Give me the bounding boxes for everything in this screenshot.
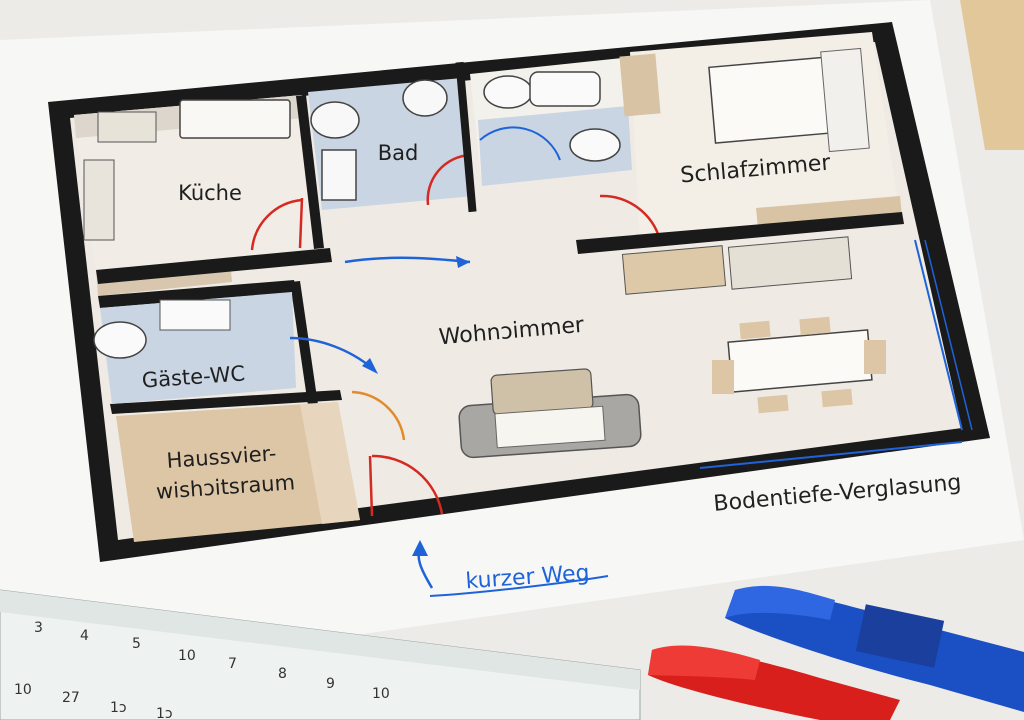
guest-wc-room [93,292,296,404]
ruler-tick-10: 27 [62,690,80,706]
ruler-tick-7: 9 [326,676,335,692]
utility-room [116,402,360,542]
bath-room [308,78,474,210]
dining-table [712,316,886,414]
wooden-desk-corner [960,0,1024,150]
kitchen-unit [83,159,115,241]
ruler-tick-1: 3 [34,620,43,636]
ruler-tick-11: 1ɔ [110,700,127,716]
kitchen-counter [179,99,291,139]
stove [97,111,157,143]
toilet [310,101,360,139]
ruler-tick-4: 10 [178,648,196,664]
entrance-door-swing [371,454,444,515]
ruler-tick-12: 1ɔ [156,706,173,720]
ruler-tick-3: 5 [132,636,141,652]
red-marker [648,645,900,720]
blue-marker [725,585,1024,712]
kitchen-door-swing [250,198,303,251]
bedroom-room [599,32,902,241]
living-door-swing [351,390,406,441]
shower-tray [321,149,357,201]
ruler-tick-6: 8 [278,666,287,682]
kitchen-label: Küche [178,181,242,205]
kitchen-room [74,95,318,296]
ruler-tick-5: 7 [228,656,237,672]
bath-label: Bad [378,141,419,165]
ruler-tick-8: 10 [372,686,390,702]
bed [708,56,836,144]
ruler-tick-2: 4 [80,628,89,644]
living-shelf [621,236,853,295]
glazing-line [914,239,963,431]
bathtub [529,71,601,107]
sink [402,79,448,117]
second-bath-room [470,58,632,186]
sofa [458,368,642,459]
ruler: 3 4 5 10 7 8 9 10 10 27 1ɔ 1ɔ [0,589,641,720]
ruler-tick-9: 10 [14,682,32,698]
